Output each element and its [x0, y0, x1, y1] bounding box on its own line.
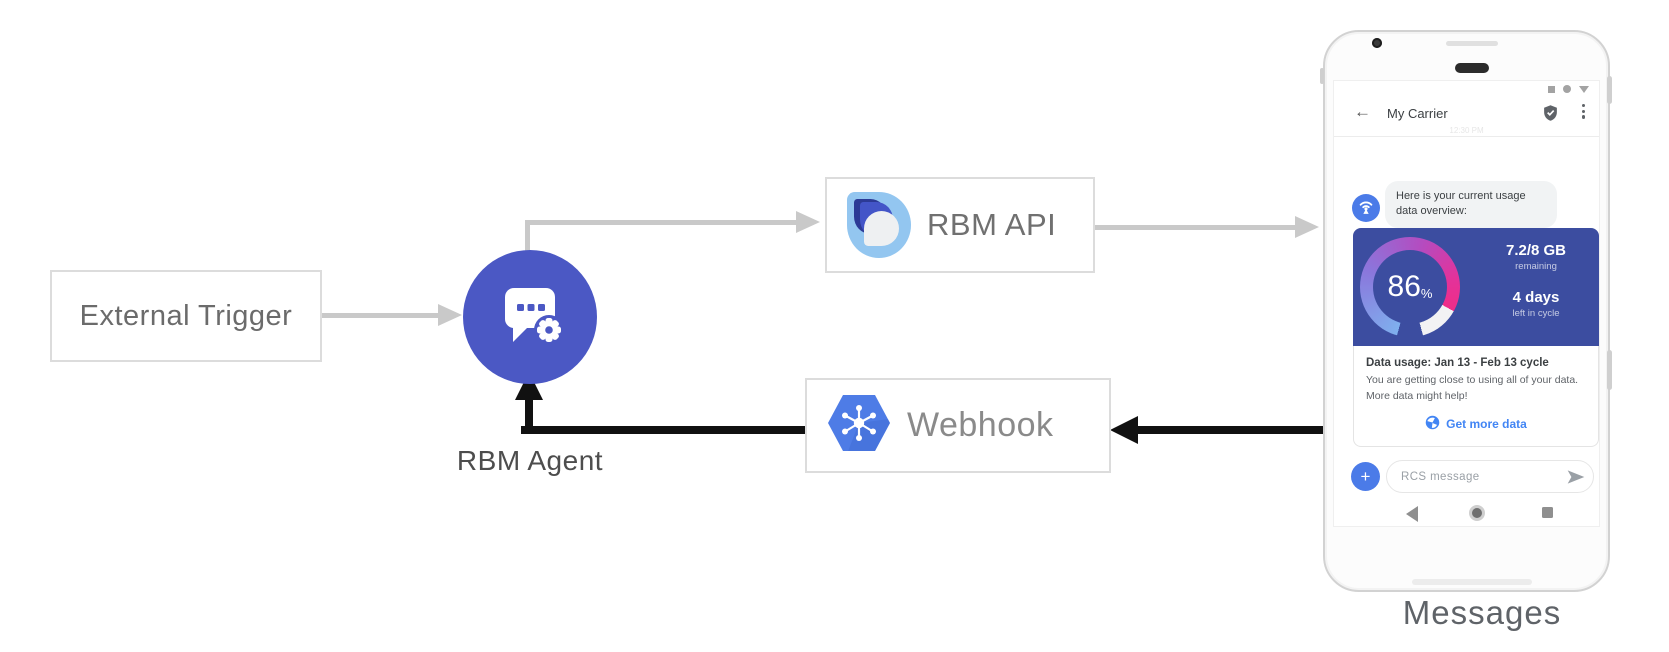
nav-recent-icon[interactable]: [1542, 507, 1553, 518]
rbm-agent-node: [463, 250, 597, 384]
arrow-api-to-phone: [1095, 225, 1297, 230]
rbm-api-label: RBM API: [927, 207, 1057, 242]
cycle-value: 4 days: [1512, 289, 1560, 306]
arrow-agent-to-api-horizontal: [525, 220, 798, 225]
phone-screen: ← My Carrier 12:30 PM Here i: [1333, 80, 1600, 527]
chat-gear-icon: [491, 280, 569, 355]
remaining-value: 7.2/8 GB: [1505, 242, 1567, 259]
get-more-data-label: Get more data: [1446, 416, 1527, 431]
status-battery-icon: [1579, 85, 1589, 93]
bot-message-bubble: Here is your current usage data overview…: [1385, 181, 1557, 228]
webhook-label: Webhook: [907, 406, 1054, 444]
status-wifi-icon: [1563, 85, 1571, 93]
phone-top-speaker: [1446, 41, 1498, 46]
arrow-trigger-to-agent: [322, 313, 440, 318]
arrow-webhook-to-agent-horizontal: [521, 426, 805, 434]
cycle-label: left in cycle: [1512, 308, 1560, 319]
device-caption: Messages: [1402, 594, 1562, 631]
carrier-avatar: [1352, 194, 1380, 222]
usage-stats: 7.2/8 GB remaining 4 days left in cycle: [1481, 242, 1591, 319]
phone-power-button: [1607, 76, 1612, 104]
usage-gauge: 86 %: [1360, 237, 1460, 337]
remaining-label: remaining: [1515, 261, 1557, 272]
attach-plus-button[interactable]: +: [1351, 462, 1380, 491]
phone-bottom-speaker: [1412, 579, 1532, 585]
external-trigger-label: External Trigger: [79, 299, 293, 332]
header-divider: [1334, 136, 1599, 137]
phone-volume-button: [1607, 350, 1612, 390]
arrowhead-trigger-to-agent-icon: [438, 304, 462, 326]
usage-percent: 86: [1387, 270, 1421, 303]
arrow-agent-to-api-vertical: [525, 222, 530, 252]
usage-card-body: You are getting close to using all of yo…: [1366, 374, 1579, 402]
rbm-api-node: RBM API: [825, 177, 1095, 273]
usage-percent-unit: %: [1420, 285, 1433, 301]
status-bar: [1548, 85, 1589, 93]
status-signal-icon: [1548, 85, 1555, 93]
nav-back-icon[interactable]: [1406, 506, 1418, 522]
rbm-api-logo-icon: [847, 192, 911, 258]
send-icon[interactable]: [1566, 468, 1586, 486]
message-timestamp: 12:30 PM: [1449, 126, 1484, 135]
usage-card-title: Data usage: Jan 13 - Feb 13 cycle: [1366, 357, 1549, 369]
verified-shield-icon[interactable]: [1542, 104, 1559, 122]
nav-home-icon[interactable]: [1469, 505, 1485, 521]
conversation-header: ← My Carrier: [1334, 92, 1599, 136]
phone-left-button: [1320, 68, 1324, 84]
arrowhead-agent-to-api-icon: [796, 211, 820, 233]
overflow-menu-icon[interactable]: [1581, 104, 1585, 119]
get-more-data-button[interactable]: Get more data: [1366, 415, 1586, 433]
back-arrow-icon[interactable]: ←: [1354, 102, 1371, 121]
usage-card-gauge-panel: 86 % 7.2/8 GB remaining 4 days left in c…: [1353, 228, 1599, 346]
arrowhead-api-to-phone-icon: [1295, 216, 1319, 238]
globe-icon: [1425, 415, 1440, 433]
arrow-webhook-to-agent-vertical: [525, 398, 533, 430]
pubsub-hexagon-icon: [827, 394, 891, 457]
arrowhead-phone-to-webhook-icon: [1110, 416, 1138, 444]
usage-card: 86 % 7.2/8 GB remaining 4 days left in c…: [1353, 228, 1599, 447]
rbm-agent-label: RBM Agent: [456, 445, 604, 476]
rcs-message-input[interactable]: [1386, 460, 1594, 493]
android-nav-bar: [1334, 503, 1599, 526]
phone-camera: [1372, 38, 1382, 48]
conversation-title: My Carrier: [1387, 106, 1448, 121]
external-trigger-node: External Trigger: [50, 270, 322, 362]
arrow-phone-to-webhook: [1136, 426, 1326, 434]
usage-card-text-panel: Data usage: Jan 13 - Feb 13 cycle You ar…: [1353, 346, 1599, 447]
antenna-icon: [1356, 196, 1376, 221]
phone-earpiece: [1455, 63, 1489, 73]
webhook-node: Webhook: [805, 378, 1111, 473]
